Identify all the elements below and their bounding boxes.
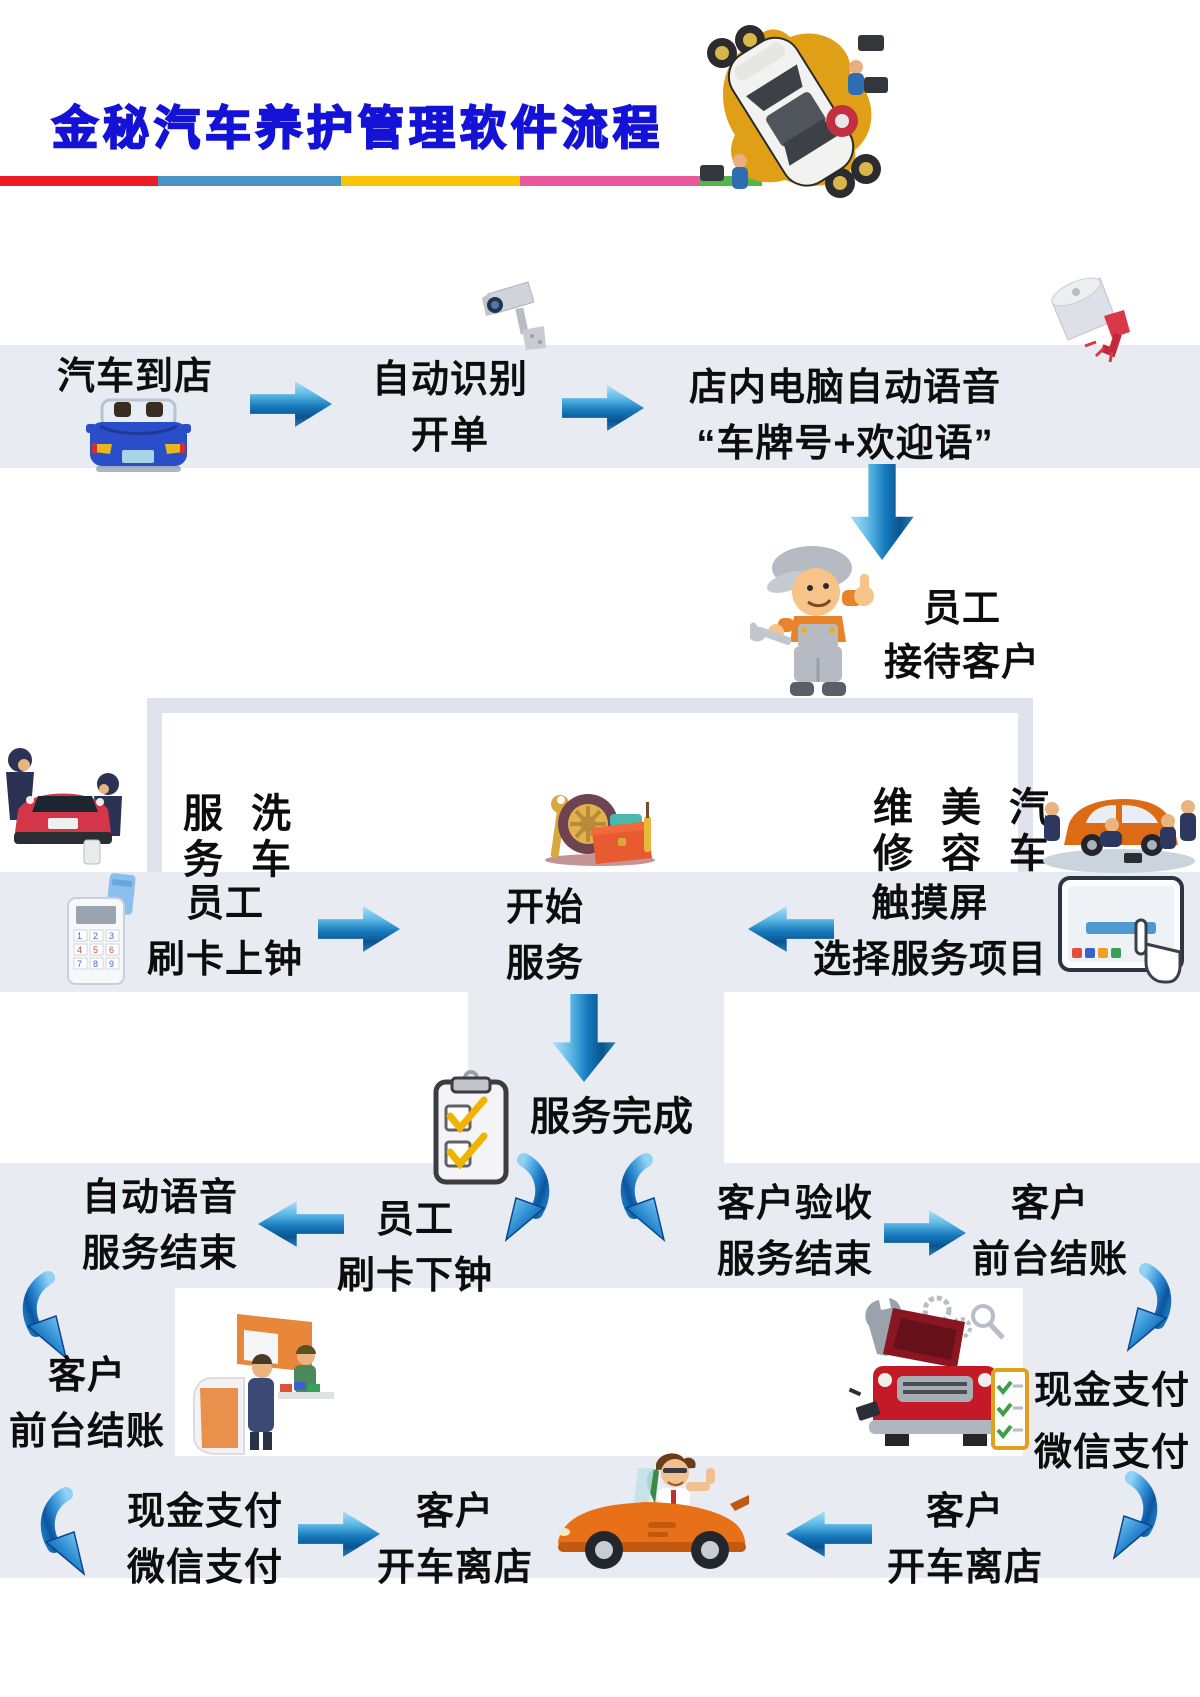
keypad-row3: 789 [77,959,125,969]
node-reception-line2: 接待客户 [883,642,1041,684]
node-car-services-col2: 美容 [935,786,979,878]
node-leave-center-line1: 客户 [415,1491,495,1533]
node-car-services-col1: 维修 [867,786,911,878]
node-leave-right-line2: 开车离店 [886,1547,1044,1589]
node-arrive-label: 汽车到店 [56,356,214,398]
node-pay-right: 现金支付 微信支付 [1034,1360,1190,1484]
node-voice-end-line2: 服务结束 [81,1233,239,1275]
node-clock-in-line1: 员工 [185,883,265,925]
megaphone-icon [1046,276,1138,364]
car-wash-icon [0,712,130,872]
node-car-services: 维修 美容 汽车 [860,786,1054,878]
node-pay-left: 现金支付 微信支付 [127,1484,283,1596]
node-front-desk-right: 客户 前台结账 [972,1176,1128,1288]
curved-arrow-to-pay-left [40,1486,112,1581]
stripe-pink [520,176,700,186]
stripe-gold [341,176,520,186]
node-customer-accept-line2: 服务结束 [716,1239,874,1281]
node-reception: 员工 接待客户 [884,582,1040,690]
curved-arrow-done-left [478,1152,550,1247]
stripe-red [0,176,158,186]
node-voice-welcome-line2: “车牌号+欢迎语” [696,423,994,465]
curved-arrow-right-column [1100,1262,1172,1357]
node-leave-right-line1: 客户 [925,1491,1005,1533]
node-clock-out: 员工 刷卡下钟 [337,1192,493,1304]
wheel-toolbox-icon [540,788,660,868]
node-customer-accept: 客户验收 服务结束 [717,1176,873,1288]
node-auto-recognize-line2: 开单 [410,415,490,457]
node-clock-in-line2: 刷卡上钟 [146,939,304,981]
band-right-column [1023,1288,1200,1456]
reception-desk-icon [182,1308,367,1456]
node-touch-screen-line1: 触摸屏 [871,883,989,925]
node-front-desk-left-line1: 客户 [47,1355,127,1397]
service-frame-left [147,698,162,872]
node-pay-right-line2: 微信支付 [1033,1432,1191,1474]
touchscreen-icon [1056,872,1186,990]
node-touch-screen-line2: 选择服务项目 [812,939,1048,981]
curved-arrow-done-right [620,1152,692,1247]
curved-arrow-left-column [22,1270,94,1365]
service-frame-top [147,698,1033,713]
sports-car-driver-icon [552,1446,752,1578]
cctv-camera-icon [482,278,546,352]
node-front-desk-right-line2: 前台结账 [971,1239,1129,1281]
car-service-topview-icon [690,15,890,205]
node-wash-service: 服务 洗车 [170,792,296,884]
clipboard-icon [428,1070,514,1188]
service-frame-right [1018,698,1033,872]
node-leave-center-line2: 开车离店 [376,1547,534,1589]
node-voice-welcome: 店内电脑自动语音 “车牌号+欢迎语” [689,360,1001,472]
band-row2 [0,872,1200,992]
node-front-desk-right-line1: 客户 [1010,1183,1090,1225]
node-wash-service-col1: 服务 [177,792,221,884]
node-clock-in: 员工 刷卡上钟 [147,876,303,988]
node-clock-out-line1: 员工 [375,1199,455,1241]
node-start-service: 开始 服务 [506,880,584,992]
node-auto-recognize-line1: 自动识别 [371,359,529,401]
node-leave-right: 客户 开车离店 [887,1484,1043,1596]
node-service-done: 服务完成 [530,1094,694,1140]
node-clock-out-line2: 刷卡下钟 [336,1255,494,1297]
car-hood-repair-icon [845,1292,1030,1460]
node-reception-line1: 员工 [922,588,1002,630]
mechanic-boy-icon [750,538,895,706]
node-car-services-col3: 汽车 [1003,786,1047,878]
node-touch-screen: 触摸屏 选择服务项目 [813,876,1047,988]
node-leave-center: 客户 开车离店 [377,1484,533,1596]
node-front-desk-left-line2: 前台结账 [8,1411,166,1453]
band-row3 [0,1163,1200,1288]
node-pay-left-line2: 微信支付 [126,1547,284,1589]
node-voice-end: 自动语音 服务结束 [82,1170,238,1282]
car-repair-team-icon [1040,783,1198,875]
node-customer-accept-line1: 客户验收 [716,1183,874,1225]
keypad-row2: 456 [77,945,125,955]
node-start-service-line1: 开始 [505,887,585,929]
node-front-desk-left: 客户 前台结账 [9,1348,165,1460]
pos-keypad-icon: 123 456 789 [62,870,142,990]
node-voice-end-line1: 自动语音 [81,1177,239,1219]
node-auto-recognize: 自动识别 开单 [372,352,528,464]
convertible-car-icon [86,388,191,476]
curved-arrow-to-leave-right [1086,1470,1158,1565]
page-title: 金秘汽车养护管理软件流程 [51,101,664,155]
node-service-done-label: 服务完成 [530,1095,694,1139]
keypad-row1: 123 [77,931,125,941]
node-voice-welcome-line1: 店内电脑自动语音 [688,367,1002,409]
node-arrive: 汽车到店 [57,354,213,400]
node-start-service-line2: 服务 [505,943,585,985]
node-pay-left-line1: 现金支付 [126,1491,284,1533]
node-wash-service-col2: 洗车 [245,792,289,884]
stripe-green [700,176,762,186]
node-pay-right-line1: 现金支付 [1033,1370,1191,1412]
stripe-blue [158,176,341,186]
